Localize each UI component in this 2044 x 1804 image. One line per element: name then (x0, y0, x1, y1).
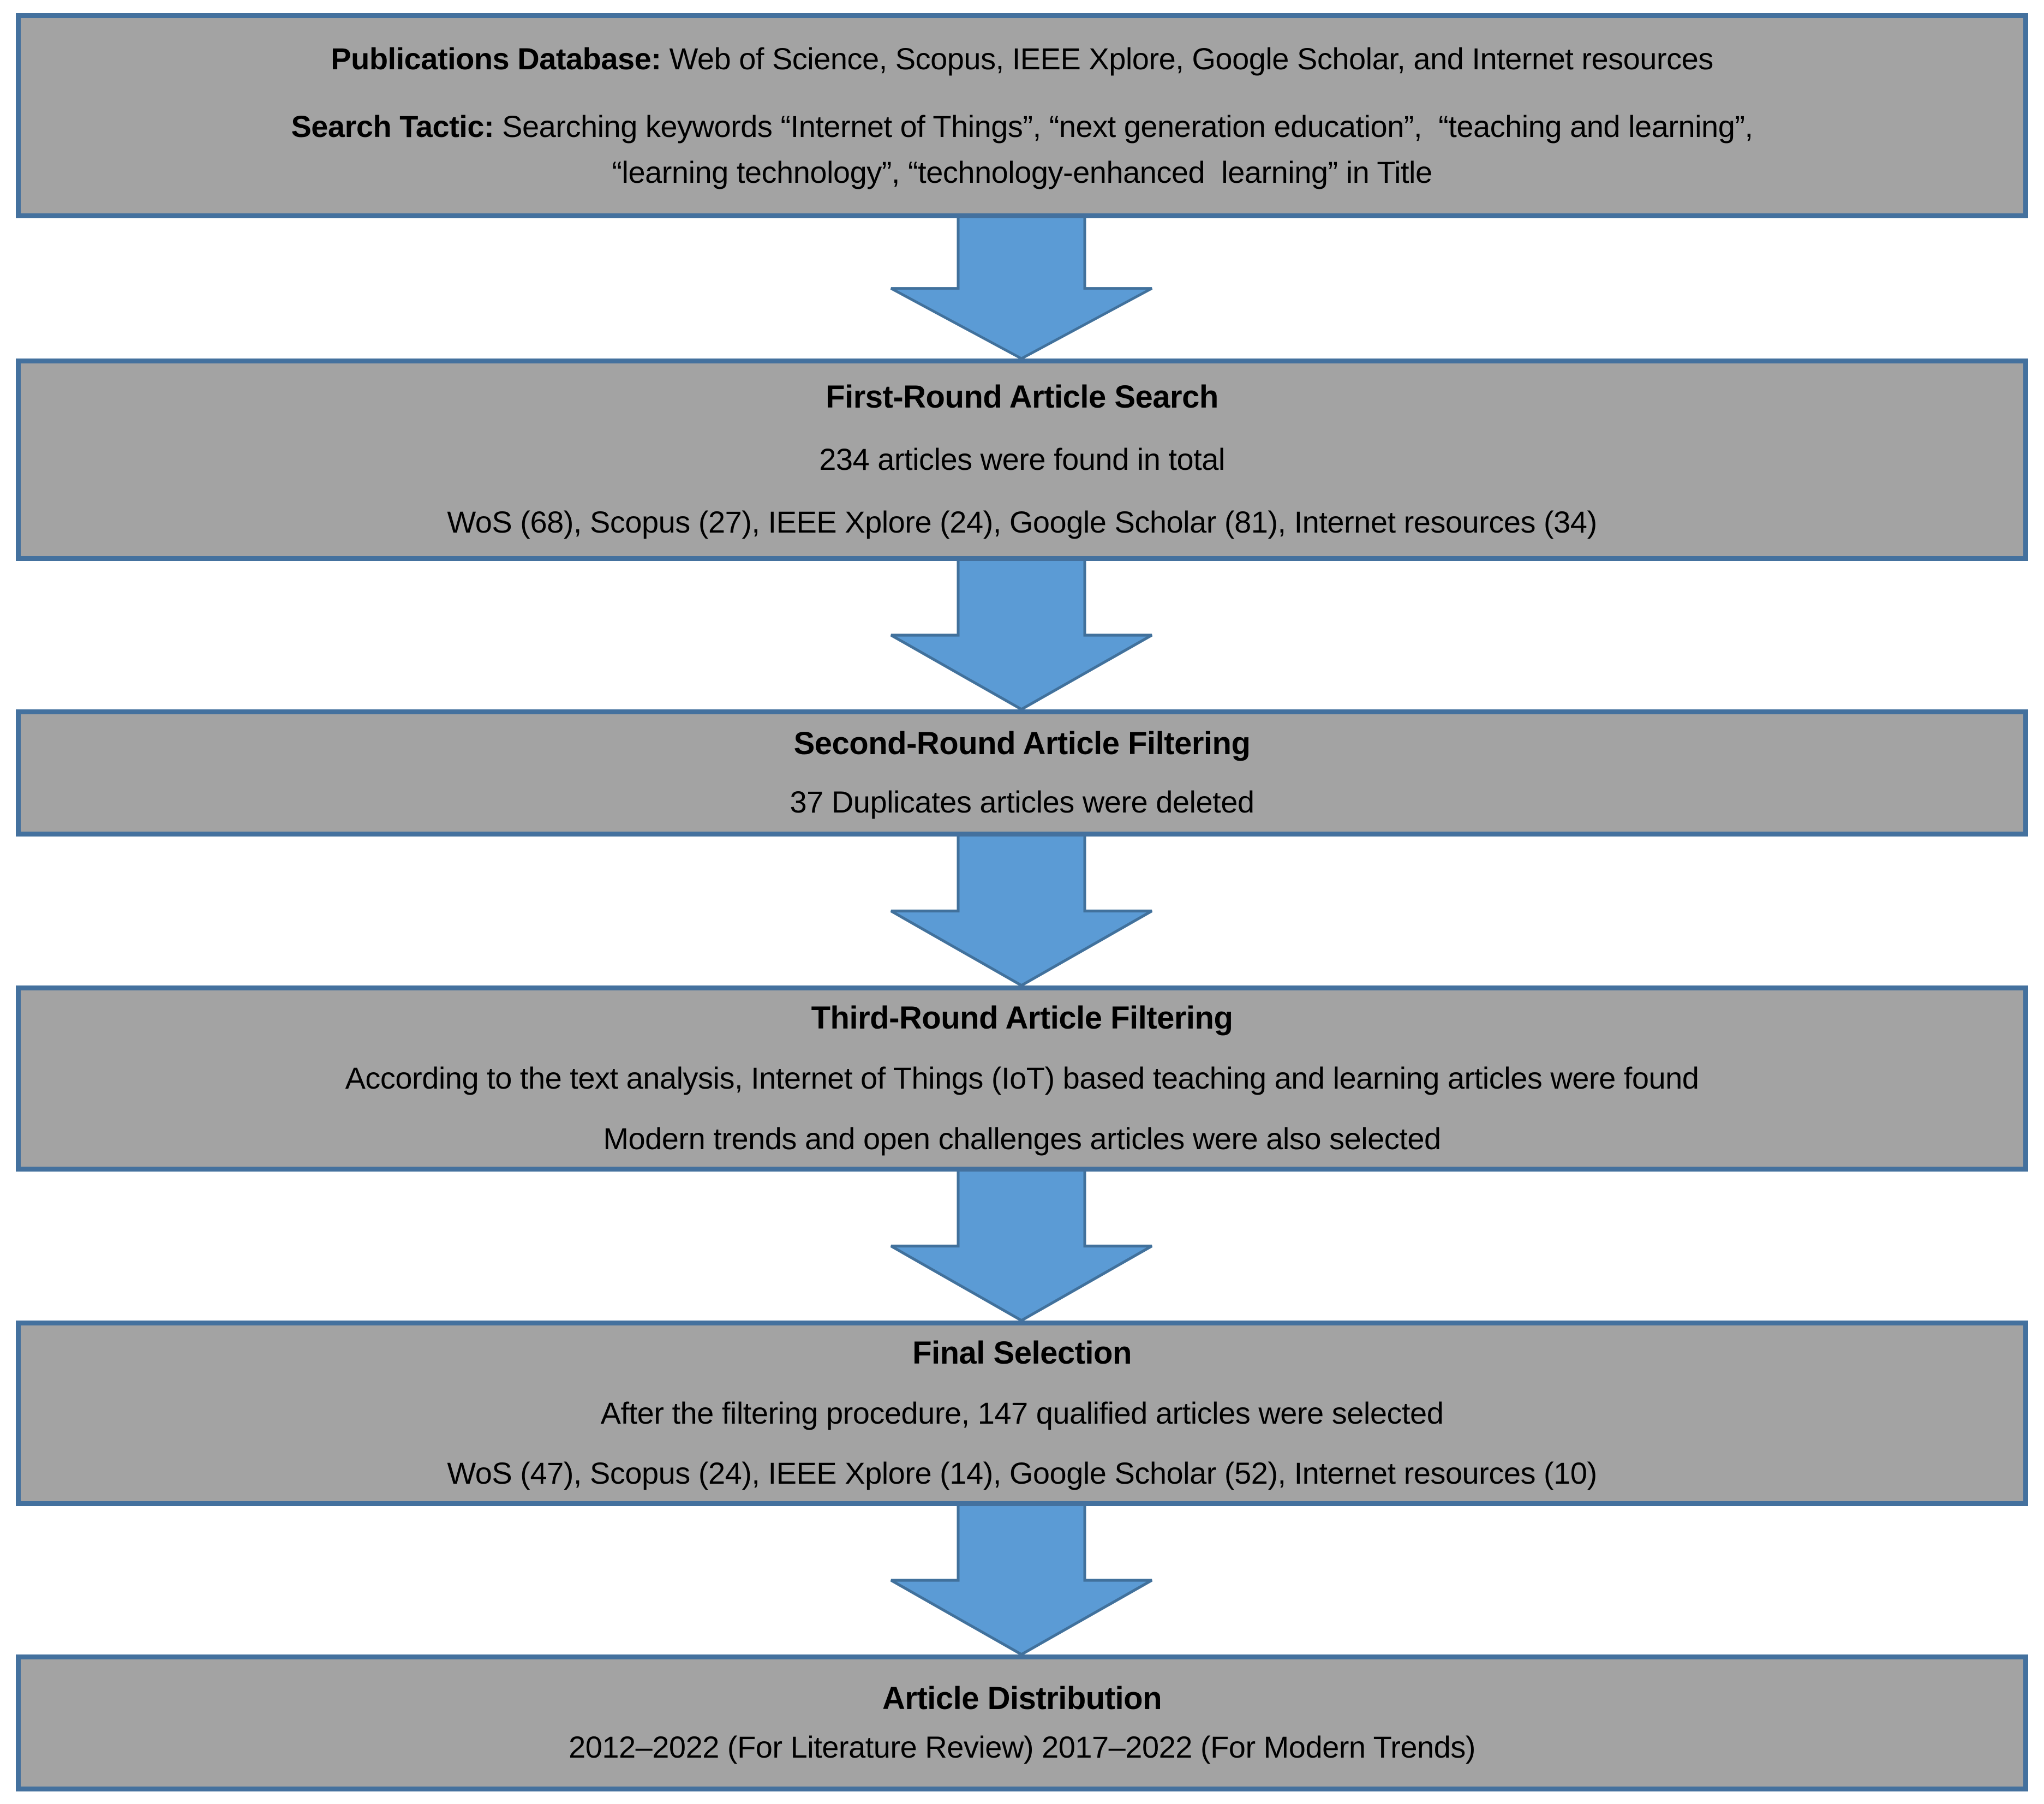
box-text-line: 37 Duplicates articles were deleted (790, 784, 1254, 819)
box-text-line: After the filtering procedure, 147 quali… (600, 1395, 1444, 1430)
search-tactic-line-2: “learning technology”, “technology-enhan… (612, 155, 1432, 190)
box-title: Third-Round Article Filtering (811, 1000, 1233, 1036)
box-title: Final Selection (912, 1335, 1132, 1371)
down-arrow-icon (890, 1169, 1153, 1322)
publications-database-text: Web of Science, Scopus, IEEE Xplore, Goo… (661, 41, 1713, 76)
third-round-article-filtering-box: Third-Round Article Filtering According … (16, 985, 2028, 1172)
publications-database-box: Publications Database: Web of Science, S… (16, 13, 2028, 218)
box-text-line: According to the text analysis, Internet… (345, 1061, 1699, 1096)
box-text-line: 2012–2022 (For Literature Review) 2017–2… (569, 1729, 1475, 1764)
second-round-article-filtering-box: Second-Round Article Filtering 37 Duplic… (16, 709, 2028, 837)
box-text-line: 234 articles were found in total (819, 442, 1225, 477)
search-tactic-label: Search Tactic: (291, 109, 494, 144)
box-title: First-Round Article Search (826, 379, 1218, 415)
publications-database-line: Publications Database: Web of Science, S… (331, 41, 1713, 77)
box-text-line: Modern trends and open challenges articl… (603, 1121, 1441, 1156)
down-arrow-icon (890, 216, 1153, 360)
search-tactic-line-1: Search Tactic: Searching keywords “Inter… (291, 109, 1753, 145)
box-title: Article Distribution (882, 1681, 1162, 1717)
box-title: Second-Round Article Filtering (793, 726, 1251, 762)
box-text-line: WoS (47), Scopus (24), IEEE Xplore (14),… (447, 1456, 1597, 1491)
search-tactic-paragraph: Search Tactic: Searching keywords “Inter… (291, 109, 1753, 190)
down-arrow-icon (890, 834, 1153, 987)
down-arrow-icon (890, 1504, 1153, 1656)
down-arrow-icon (890, 559, 1153, 711)
final-selection-box: Final Selection After the filtering proc… (16, 1321, 2028, 1506)
first-round-article-search-box: First-Round Article Search 234 articles … (16, 359, 2028, 561)
search-tactic-text-1: Searching keywords “Internet of Things”,… (494, 109, 1753, 144)
box-text-line: WoS (68), Scopus (27), IEEE Xplore (24),… (447, 504, 1597, 539)
article-distribution-box: Article Distribution 2012–2022 (For Lite… (16, 1654, 2028, 1791)
publications-database-label: Publications Database: (331, 41, 661, 76)
